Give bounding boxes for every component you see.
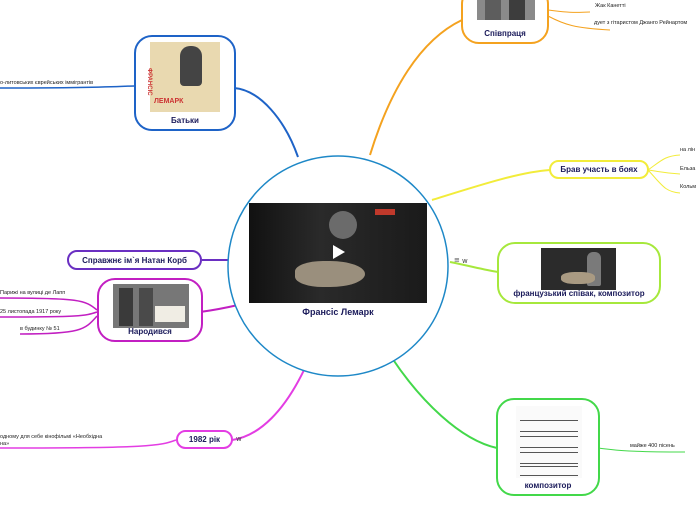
connector-born (200, 305, 238, 312)
battles-leaf-3[interactable]: Кольм (680, 184, 696, 190)
collab-photo (477, 0, 535, 20)
born-photo (113, 284, 189, 328)
collab-label: Співпраця (463, 29, 547, 38)
notes-icon[interactable]: ≡ (454, 256, 460, 264)
born-photo-figure1 (119, 288, 133, 326)
album-cover: ФРАНСІС ЛЕМАРК (150, 42, 220, 112)
collab-photo-figure1 (485, 0, 501, 20)
tv-logo (375, 209, 395, 215)
y1982-leaf[interactable]: одному для себе кінофільмі «Необхідна на… (0, 434, 102, 448)
born-photo-card (155, 306, 185, 322)
connector-parents-leaf (0, 86, 135, 88)
connector-battles-leaf1 (648, 155, 680, 170)
connector-parents (234, 88, 298, 157)
born-leaf-2[interactable]: 25 листопада 1917 року (0, 309, 61, 315)
parents-leaf[interactable]: о-литовських єврейських іммігрантів (0, 80, 93, 86)
play-button[interactable] (329, 243, 347, 261)
singer-node[interactable]: французький співак, композитор (497, 242, 661, 304)
sheet-music-staff-4 (520, 466, 578, 476)
born-photo-figure2 (139, 288, 153, 326)
born-label: Народився (99, 327, 201, 336)
y1982-label: 1982 рік (189, 435, 220, 444)
battles-node[interactable]: Брав участь в боях (549, 160, 649, 179)
center-node[interactable]: Франсіс Лемарк (247, 203, 429, 323)
performer-figure (329, 211, 357, 239)
sheet-music (516, 406, 582, 478)
wikipedia-link-icon-1982[interactable]: w (236, 435, 242, 443)
parents-node[interactable]: ФРАНСІС ЛЕМАРК Батьки (134, 35, 236, 131)
born-node[interactable]: Народився (97, 278, 203, 342)
guitar-shape (295, 261, 365, 287)
singer-label: французький співак, композитор (499, 289, 659, 298)
collab-leaf-2[interactable]: дует з гітаристом Джанго Рейнартом (594, 20, 687, 26)
sheet-music-staff-1 (520, 420, 578, 432)
sheet-music-staff-3 (520, 452, 578, 464)
connector-1982 (232, 368, 305, 440)
connector-collab (370, 20, 462, 155)
realname-node[interactable]: Справжнє ім`я Натан Корб (67, 250, 202, 270)
wikipedia-link-icon[interactable]: w (462, 257, 468, 265)
realname-label: Справжнє ім`я Натан Корб (82, 256, 187, 265)
singer-photo-guitar (561, 272, 595, 284)
collab-leaf-1[interactable]: Жак Канетті (595, 3, 626, 9)
y1982-node[interactable]: 1982 рік (176, 430, 233, 449)
battles-label: Брав участь в боях (560, 165, 637, 174)
born-leaf-1[interactable]: Парижі на вулиці де Лапп (0, 290, 65, 296)
album-cover-figure (180, 46, 202, 86)
connector-composer (392, 358, 497, 448)
sheet-music-staff-2 (520, 436, 578, 448)
connector-battles (432, 170, 550, 200)
connector-collab-leaf1 (548, 10, 590, 12)
parents-label: Батьки (136, 116, 234, 125)
connector-battles-leaf2 (648, 170, 680, 174)
battles-leaf-1[interactable]: на лін (680, 147, 695, 153)
born-leaf-3[interactable]: в будинку № 51 (20, 326, 60, 332)
collab-photo-figure2 (509, 0, 525, 20)
composer-node[interactable]: композитор (496, 398, 600, 496)
video-thumbnail[interactable] (249, 203, 427, 303)
collab-node[interactable]: Співпраця (461, 0, 549, 44)
composer-leaf[interactable]: майже 400 пісень (630, 443, 675, 449)
album-cover-name: ЛЕМАРК (154, 98, 183, 105)
battles-leaf-2[interactable]: Ельза (680, 166, 695, 172)
singer-photo (541, 248, 616, 290)
album-cover-vertical-text: ФРАНСІС (146, 68, 152, 96)
center-title: Франсіс Лемарк (247, 307, 429, 317)
composer-label: композитор (498, 481, 598, 490)
